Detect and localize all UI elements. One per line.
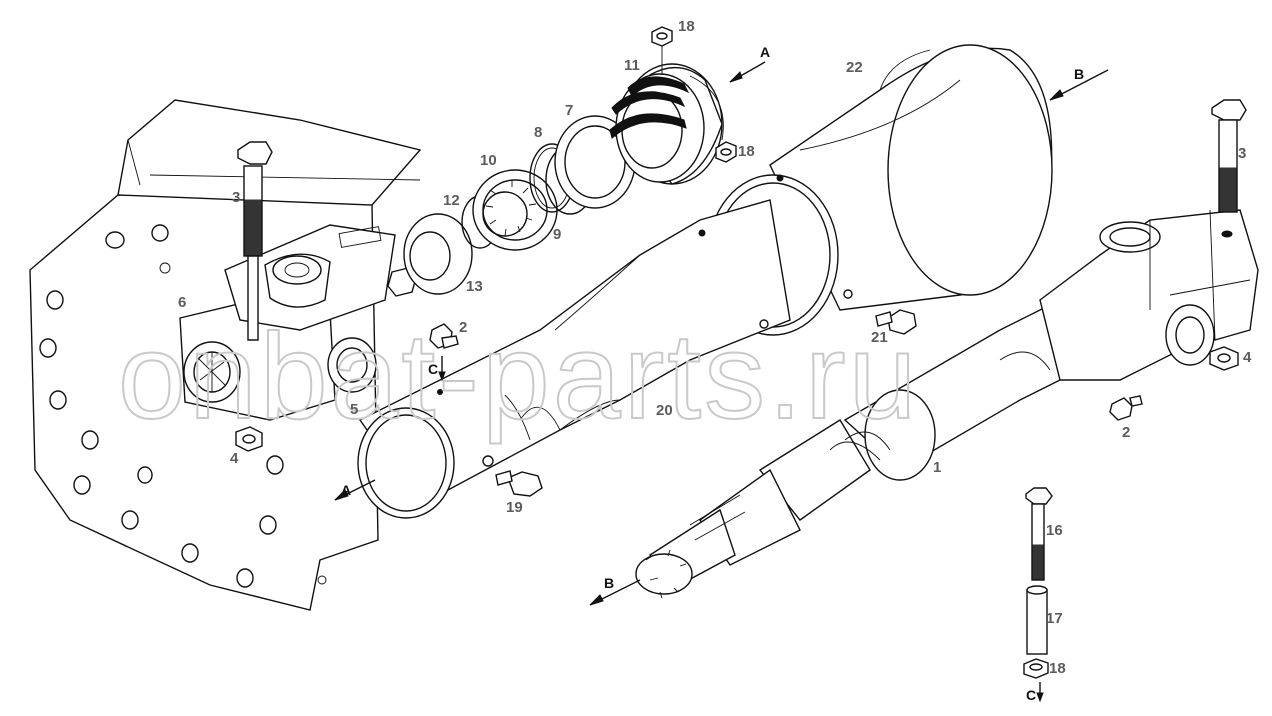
watermark-text: onbat-parts.ru xyxy=(118,308,920,444)
view-c-left: C xyxy=(428,361,438,377)
label-part-4-right: 4 xyxy=(1243,349,1252,366)
tube-20 xyxy=(357,199,853,519)
label-part-9: 9 xyxy=(553,226,561,243)
label-part-17: 17 xyxy=(1046,610,1063,627)
nut-18-top xyxy=(651,26,673,75)
right-universal-joint xyxy=(1039,209,1259,381)
part-labels: 1 2 2 3 3 4 4 5 6 7 8 9 10 11 12 13 16 1… xyxy=(178,18,1252,677)
bearing-10 xyxy=(472,169,558,251)
right-bolt-3 xyxy=(1211,99,1247,213)
label-part-18-bottom: 18 xyxy=(1049,660,1066,677)
label-part-4-left: 4 xyxy=(230,450,239,467)
label-part-12: 12 xyxy=(443,192,460,209)
view-markers: A A B B C C xyxy=(341,44,1084,703)
nut-18-bottom xyxy=(1023,658,1049,679)
right-nut-4 xyxy=(1209,346,1239,371)
label-part-2-left: 2 xyxy=(459,319,467,336)
label-part-6: 6 xyxy=(178,294,186,311)
label-part-11: 11 xyxy=(624,57,640,74)
label-part-2-right: 2 xyxy=(1122,424,1130,441)
label-part-22: 22 xyxy=(846,59,863,76)
label-part-18-side: 18 xyxy=(738,143,755,160)
label-part-10: 10 xyxy=(480,152,497,169)
label-part-20: 20 xyxy=(656,402,673,419)
label-part-16: 16 xyxy=(1046,522,1063,539)
label-part-3-right: 3 xyxy=(1238,145,1246,162)
label-part-21: 21 xyxy=(871,329,888,346)
bolt-16 xyxy=(1025,487,1053,581)
bolt-19 xyxy=(495,470,543,497)
spacer-17 xyxy=(1026,585,1048,655)
view-a-top: A xyxy=(760,44,770,60)
label-part-5: 5 xyxy=(350,401,358,418)
label-part-7: 7 xyxy=(565,102,573,119)
left-bolt-3 xyxy=(237,141,273,341)
label-part-18-top: 18 xyxy=(678,18,695,35)
label-part-13: 13 xyxy=(466,278,483,295)
view-a-bottom: A xyxy=(341,482,351,498)
seal-ring-13 xyxy=(403,213,473,295)
nut-18-side xyxy=(715,141,737,163)
bearing-housing-11 xyxy=(609,63,724,185)
label-part-3-left: 3 xyxy=(232,189,240,206)
label-part-8: 8 xyxy=(534,124,542,141)
view-b-bottom: B xyxy=(604,575,614,591)
view-c-bottom: C xyxy=(1026,687,1036,703)
left-grease-fitting-2 xyxy=(429,323,459,349)
view-b-top: B xyxy=(1074,66,1084,82)
view-arrows xyxy=(334,61,1109,703)
housing-bolt-holes xyxy=(39,224,284,588)
right-grease-fitting-2 xyxy=(1109,395,1143,421)
label-part-1: 1 xyxy=(933,459,941,476)
left-universal-joint xyxy=(179,224,417,421)
label-part-19: 19 xyxy=(506,499,523,516)
left-nut-4 xyxy=(235,426,263,452)
bolt-21 xyxy=(875,309,917,335)
